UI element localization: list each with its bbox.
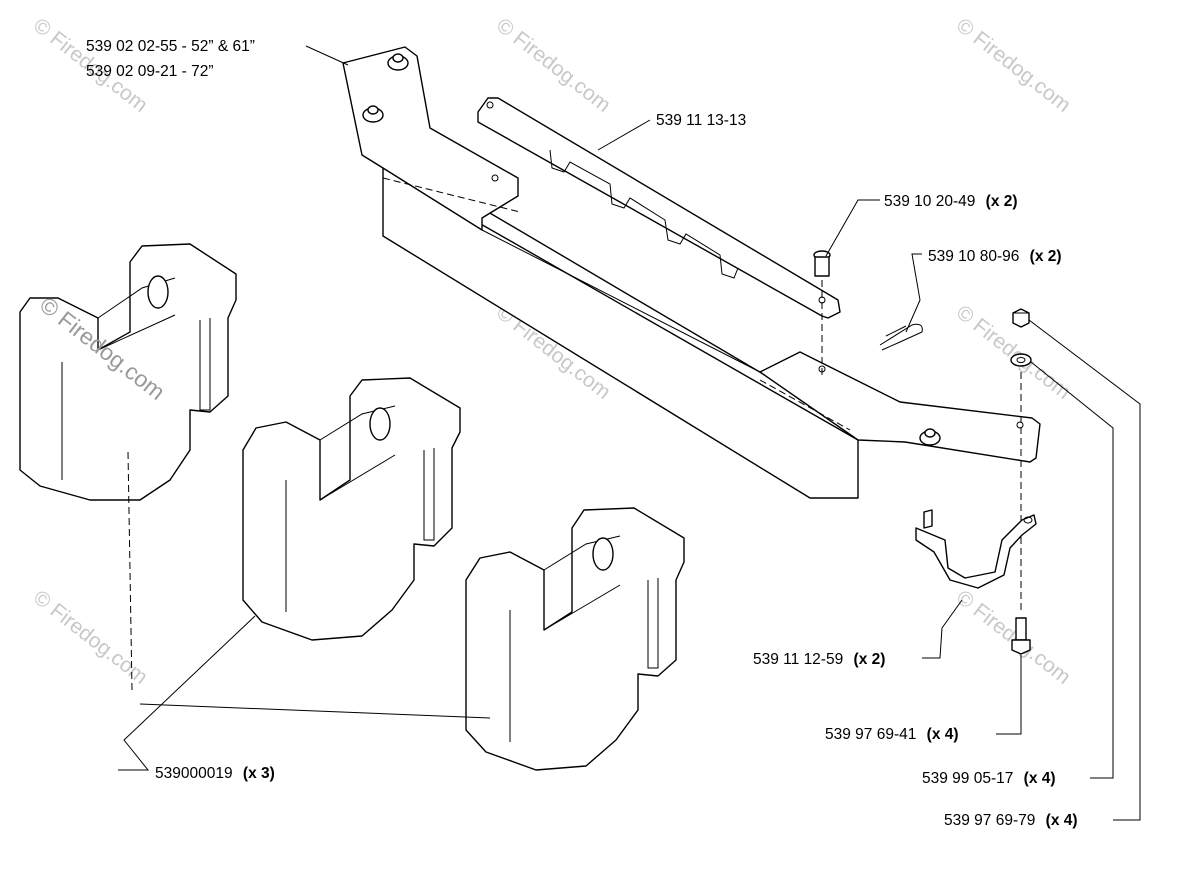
notched-bar (477, 97, 841, 319)
label-suitcase-weight: 539000019 (x 3) (155, 765, 275, 782)
part-number: 539000019 (155, 765, 233, 782)
quantity: (x 4) (927, 726, 959, 743)
hex-nut (1012, 308, 1030, 328)
part-number: 539 10 80-96 (928, 248, 1019, 265)
quantity: (x 3) (243, 765, 275, 782)
suitcase-weight (19, 243, 237, 501)
part-number: 539 97 69-41 (825, 726, 916, 743)
flat-washer (1010, 353, 1032, 367)
part-number: 539 99 05-17 (922, 770, 1013, 787)
label-notched-bar: 539 11 13-13 (656, 112, 746, 129)
label-hex-nut: 539 97 69-79 (x 4) (944, 812, 1078, 829)
part-labels: 539 02 02-55 - 52” & 61” 539 02 09-21 - … (86, 38, 1078, 829)
label-hair-pin-clip: 539 10 80-96 (x 2) (928, 248, 1062, 265)
suitcase-weight (465, 507, 685, 771)
hair-pin-clip (879, 323, 923, 351)
label-flat-washer: 539 99 05-17 (x 4) (922, 770, 1056, 787)
quantity: (x 4) (1046, 812, 1078, 829)
mounting-u-bracket (915, 509, 1037, 589)
watermark: © Firedog.com (952, 586, 1075, 689)
watermark: © Firedog.com (952, 14, 1075, 117)
part-number: 539 10 20-49 (884, 193, 975, 210)
leader-lines (118, 45, 1141, 821)
quantity: (x 2) (854, 651, 886, 668)
label-u-bracket: 539 11 12-59 (x 2) (753, 651, 885, 668)
quantity: (x 2) (986, 193, 1018, 210)
carriage-bolt (1011, 617, 1031, 655)
suitcase-weight (242, 377, 461, 641)
weight-frame (342, 46, 1041, 499)
watermark: © Firedog.com (492, 14, 615, 117)
label-carriage-bolt: 539 97 69-41 (x 4) (825, 726, 959, 743)
frame-bolt (387, 53, 409, 71)
label-frame-52-61: 539 02 02-55 - 52” & 61” (86, 38, 255, 55)
label-clevis-pin: 539 10 20-49 (x 2) (884, 193, 1018, 210)
quantity: (x 4) (1024, 770, 1056, 787)
watermark: © Firedog.com (29, 586, 152, 689)
quantity: (x 2) (1030, 248, 1062, 265)
clevis-pin (813, 250, 831, 375)
frame-bolt (919, 428, 941, 446)
part-number: 539 97 69-79 (944, 812, 1035, 829)
part-number: 539 11 12-59 (753, 651, 843, 668)
label-frame-72: 539 02 09-21 - 72” (86, 63, 214, 80)
frame-bolt (362, 105, 384, 123)
